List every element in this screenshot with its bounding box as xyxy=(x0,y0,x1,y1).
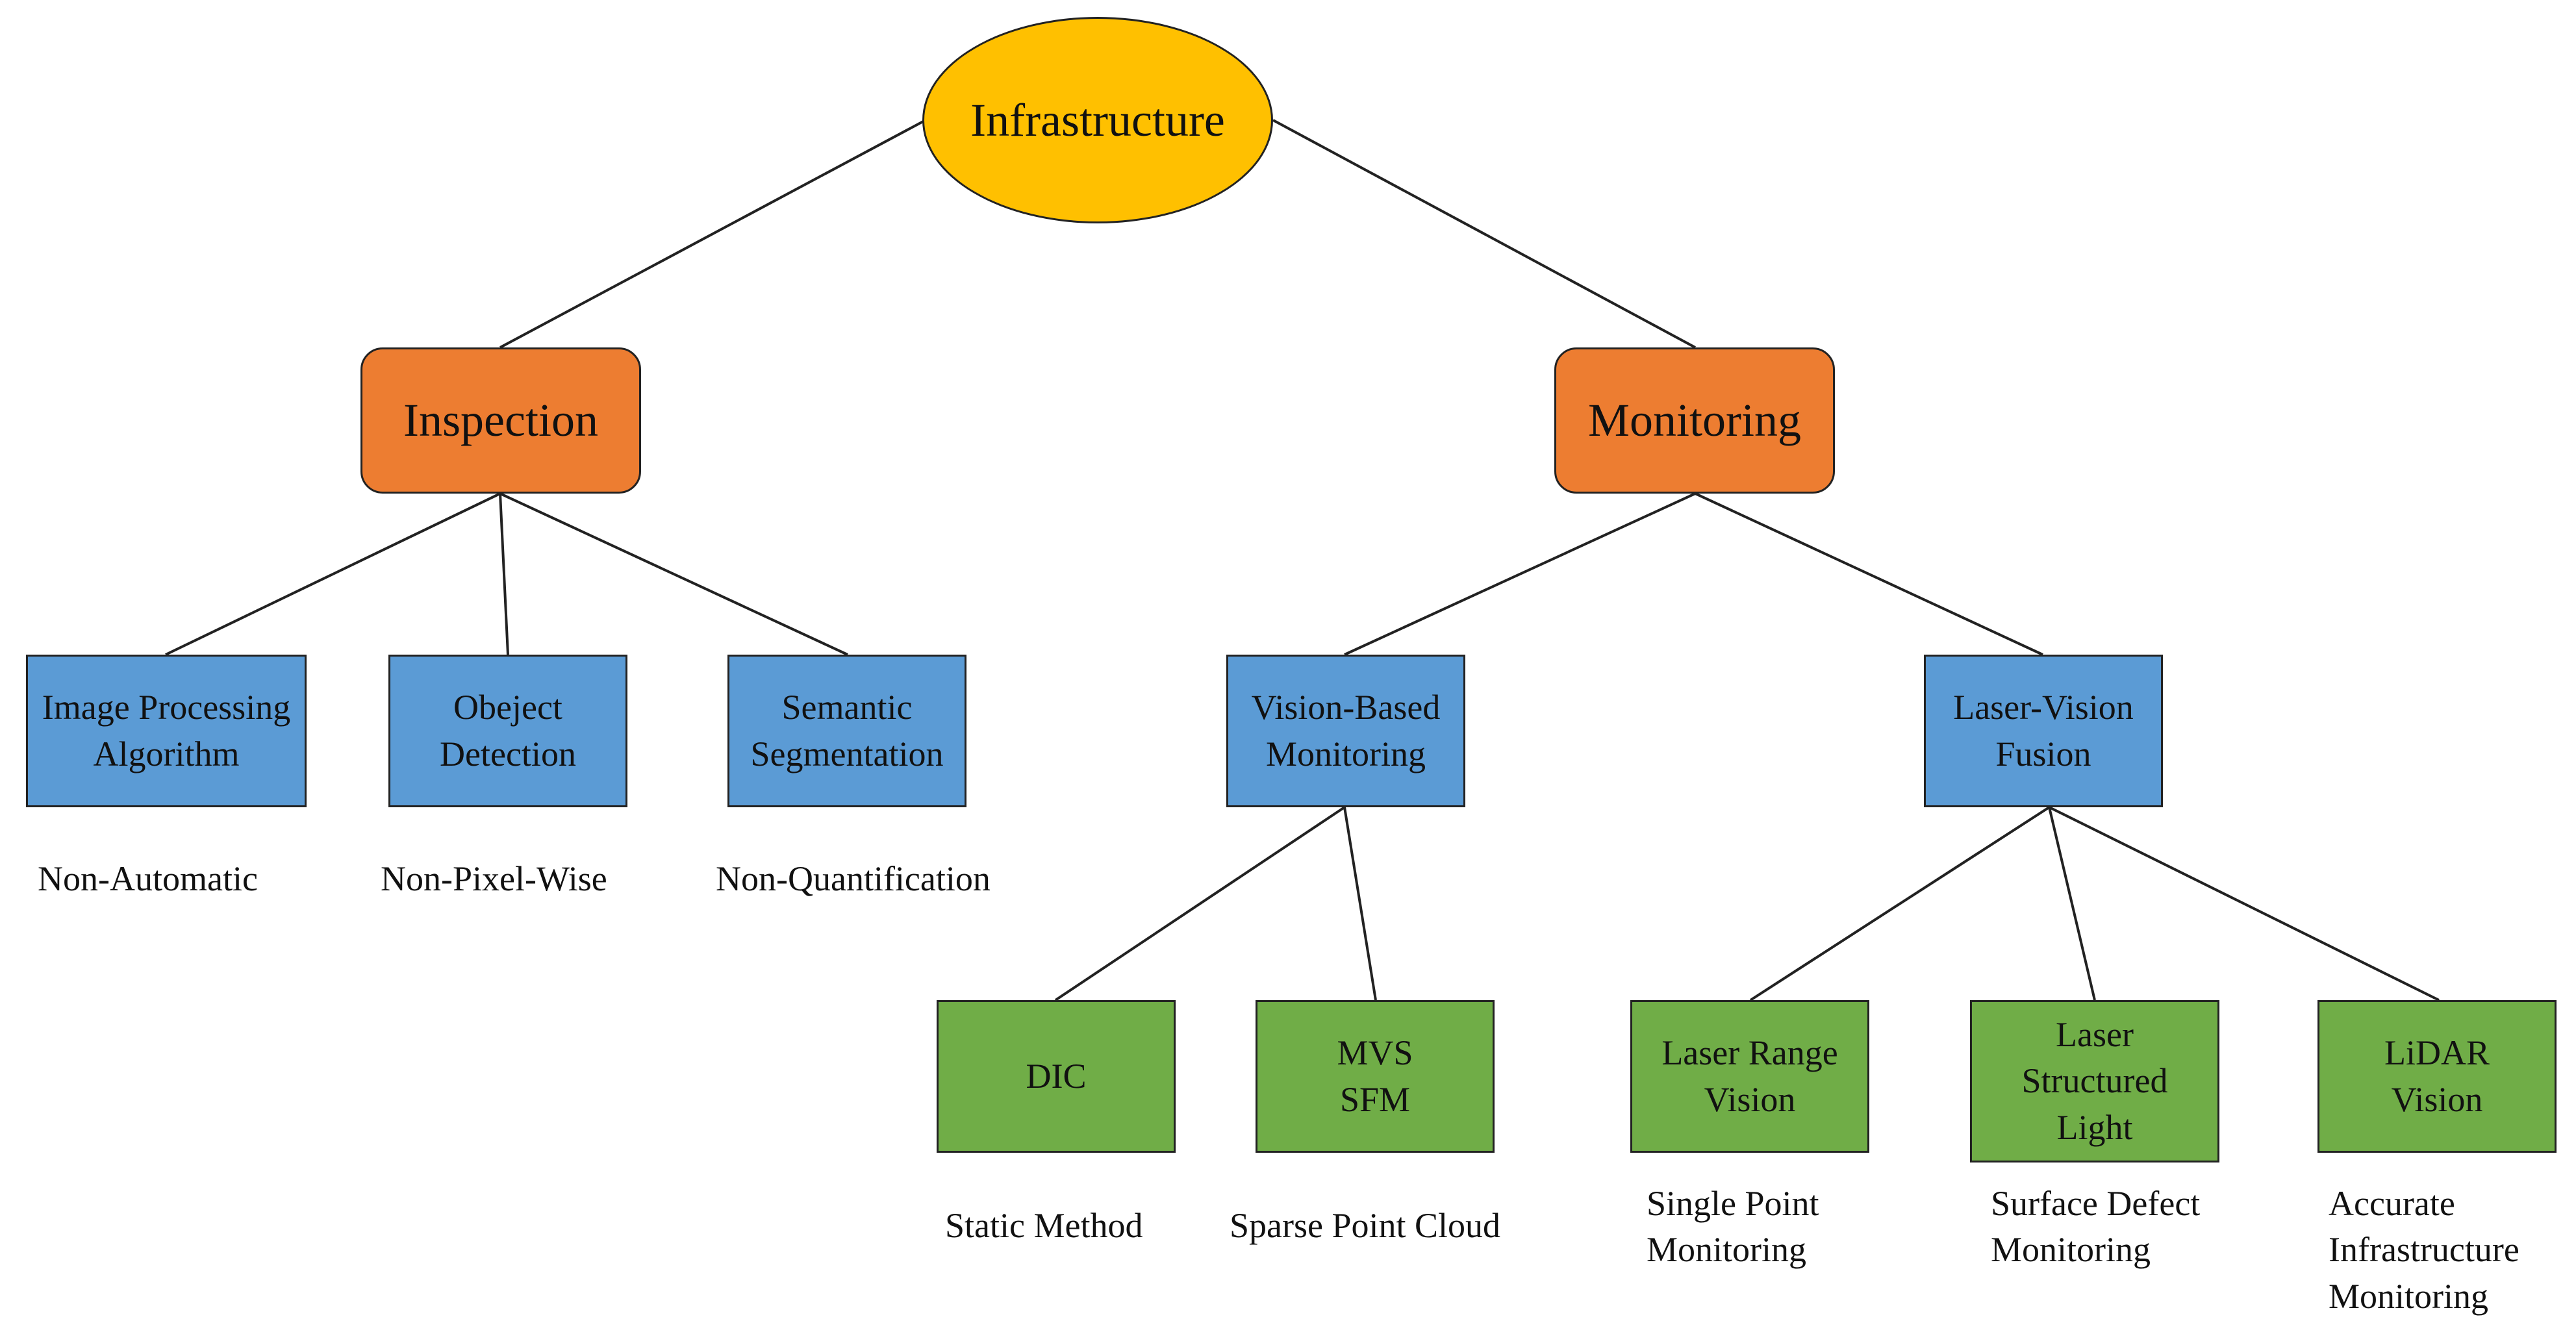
node-monitoring: Monitoring xyxy=(1554,347,1835,494)
lidar-label: LiDAR Vision xyxy=(2384,1033,2490,1119)
node-semantic-segmentation: Semantic Segmentation xyxy=(727,655,966,807)
node-lidar-vision: LiDAR Vision xyxy=(2317,1000,2557,1153)
object-detection-label: Obeject Detection xyxy=(440,688,576,773)
node-inspection: Inspection xyxy=(360,347,641,494)
semantic-segmentation-label: Semantic Segmentation xyxy=(750,688,944,773)
edge-inspection-object-detection xyxy=(499,493,509,655)
edge-inspection-semantic-segmentation xyxy=(499,492,848,656)
edge-monitoring-laser-vision xyxy=(1695,492,2043,656)
root-node-infrastructure: Infrastructure xyxy=(922,17,1273,223)
note-surface-defect-monitoring: Surface Defect Monitoring xyxy=(1991,1184,2201,1270)
edge-root-inspection xyxy=(499,119,926,349)
monitoring-label: Monitoring xyxy=(1587,394,1801,446)
root-label: Infrastructure xyxy=(970,94,1225,146)
note-non-pixel-wise: Non-Pixel-Wise xyxy=(381,859,607,898)
edge-monitoring-vision-based xyxy=(1344,492,1696,656)
edge-root-monitoring xyxy=(1272,119,1696,349)
edge-vision-based-dic xyxy=(1054,806,1346,1001)
inspection-label: Inspection xyxy=(403,394,598,446)
edge-vision-based-mvs xyxy=(1343,807,1377,1001)
node-laser-structured-light: Laser Structured Light xyxy=(1970,1000,2219,1162)
edge-inspection-image-processing xyxy=(165,492,501,656)
note-non-automatic: Non-Automatic xyxy=(38,859,258,898)
mvs-sfm-label: MVS SFM xyxy=(1337,1033,1413,1119)
laser-vision-label: Laser-Vision Fusion xyxy=(1953,688,2134,773)
node-laser-range-vision: Laser Range Vision xyxy=(1630,1000,1869,1153)
image-processing-label: Image Processing Algorithm xyxy=(42,688,291,773)
node-image-processing-algorithm: Image Processing Algorithm xyxy=(26,655,307,807)
node-object-detection: Obeject Detection xyxy=(388,655,627,807)
node-mvs-sfm: MVS SFM xyxy=(1256,1000,1495,1153)
laser-range-label: Laser Range Vision xyxy=(1661,1033,1838,1119)
node-laser-vision-fusion: Laser-Vision Fusion xyxy=(1924,655,2163,807)
node-vision-based-monitoring: Vision-Based Monitoring xyxy=(1226,655,1465,807)
vision-based-label: Vision-Based Monitoring xyxy=(1251,688,1441,773)
note-static-method: Static Method xyxy=(945,1206,1143,1245)
note-accurate-infrastructure-monitoring: Accurate Infrastructure Monitoring xyxy=(2329,1184,2519,1316)
note-single-point-monitoring: Single Point Monitoring xyxy=(1647,1184,1819,1270)
node-dic: DIC xyxy=(937,1000,1176,1153)
laser-structured-label: Laser Structured Light xyxy=(2021,1015,2168,1147)
edge-laser-vision-range xyxy=(1749,806,2051,1001)
note-non-quantification: Non-Quantification xyxy=(716,859,991,898)
note-sparse-point-cloud: Sparse Point Cloud xyxy=(1230,1206,1501,1245)
edge-laser-vision-structured xyxy=(2048,807,2096,1001)
edge-laser-vision-lidar xyxy=(2049,806,2440,1001)
dic-label: DIC xyxy=(1026,1056,1087,1096)
